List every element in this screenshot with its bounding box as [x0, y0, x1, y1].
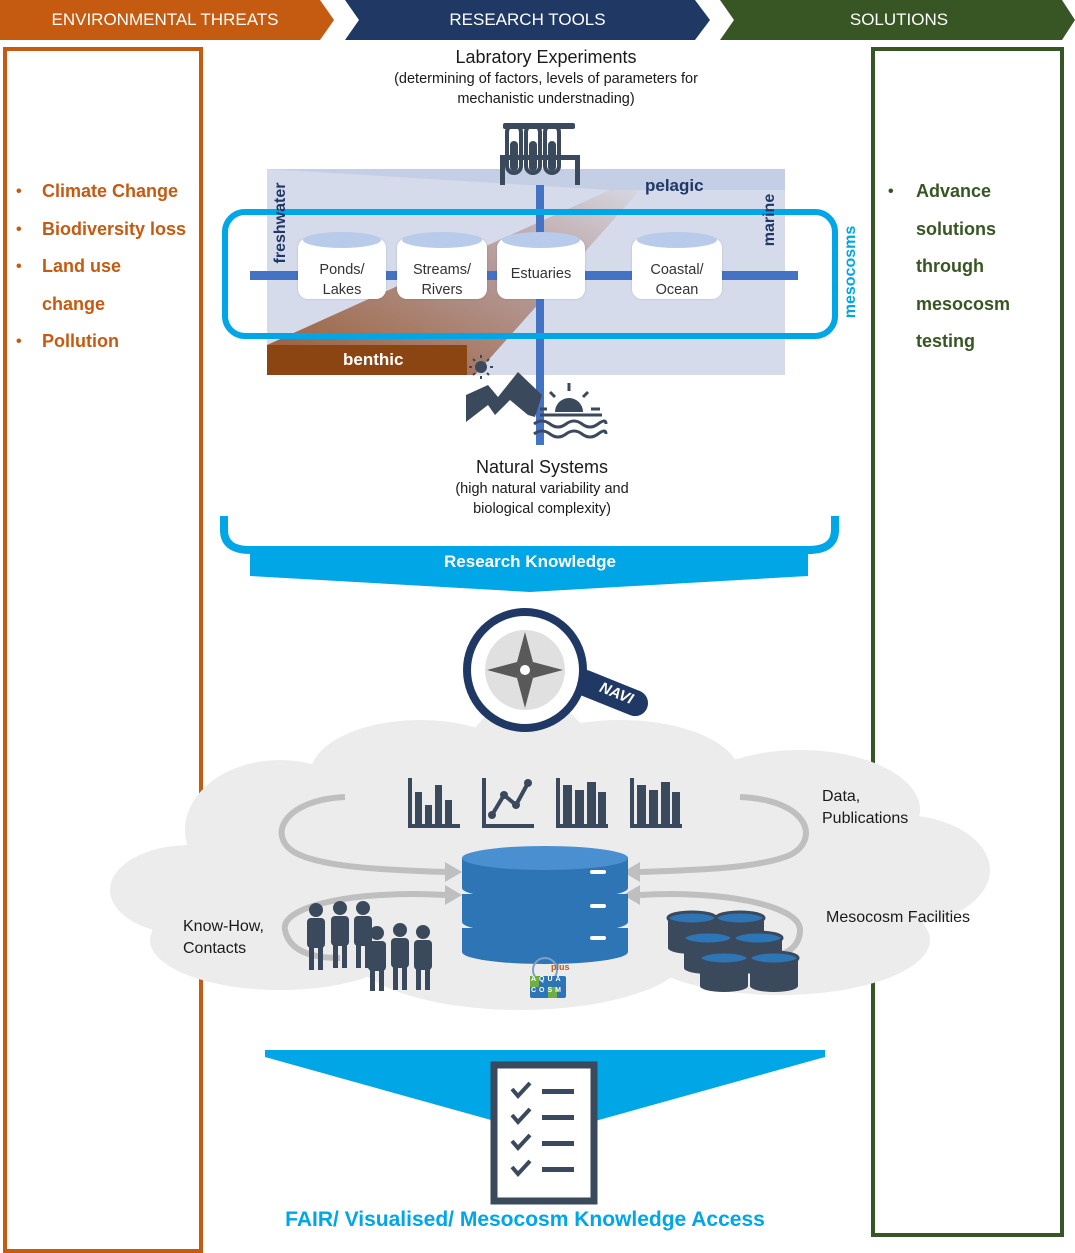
solution-line: solutions	[916, 218, 996, 239]
mountain-icon	[466, 372, 542, 422]
threats-list: •Climate Change •Biodiversity loss •Land…	[16, 173, 186, 361]
arrow-knowhow-loop	[281, 891, 446, 961]
knowledge-funnel	[250, 550, 808, 592]
knowhow-contacts-label: Know-How,Contacts	[183, 918, 264, 957]
checklist-icon	[490, 1061, 598, 1205]
solution-line: mesocosm	[916, 293, 1011, 314]
solution-line: testing	[916, 331, 976, 351]
chevron-tools	[345, 0, 710, 40]
header-tools-label: RESEARCH TOOLS	[449, 10, 606, 29]
benthic-label: benthic	[343, 350, 404, 369]
line-chart-icon	[482, 778, 534, 828]
threat-item: •Biodiversity loss	[16, 218, 187, 239]
tank-ponds-lakes: Ponds/Lakes	[298, 232, 386, 299]
natural-subtitle-2: biological complexity)	[473, 501, 611, 517]
benthic-floor	[267, 345, 467, 375]
knowledge-bracket	[220, 516, 839, 554]
sun-icon	[469, 355, 493, 379]
arrow-publications-loop	[278, 794, 446, 875]
threat-item: •Pollution	[16, 331, 119, 351]
footer-title: FAIR/ Visualised/ Mesocosm Knowledge Acc…	[285, 1208, 765, 1231]
threats-panel	[3, 47, 203, 1253]
aquacosm-logo	[530, 957, 566, 998]
tank-streams-rivers: Streams/Rivers	[397, 232, 487, 299]
mesocosms-label: mesocosms	[842, 225, 859, 319]
header-chevrons	[0, 0, 1075, 40]
compass-icon	[487, 632, 563, 708]
mesocosm-frame	[222, 209, 838, 339]
bar-chart-icon	[408, 778, 460, 828]
header-threats-label: ENVIRONMENTAL THREATS	[51, 10, 279, 29]
natural-subtitle-1: (high natural variability and	[455, 481, 629, 497]
chevron-threats	[0, 0, 334, 40]
tank-coastal-ocean: Coastal/Ocean	[632, 232, 722, 299]
solution-line: through	[916, 256, 984, 276]
logo-plus-text: plus	[551, 962, 570, 972]
solution-line: •Advance	[888, 181, 992, 201]
lab-subtitle-2: mechanistic understnading)	[457, 91, 635, 107]
logo-row2-text: COSM	[531, 987, 564, 994]
header-solutions-label: SOLUTIONS	[849, 10, 949, 29]
chevron-solutions	[720, 0, 1075, 40]
threat-item: •Land use	[16, 256, 122, 276]
access-diagram	[265, 1050, 825, 1205]
tanks-icon	[666, 910, 800, 992]
knowledge-diagram	[110, 516, 990, 1010]
people-icon	[307, 901, 432, 991]
sunset-water-icon	[533, 383, 608, 439]
natural-title: Natural Systems	[475, 457, 609, 477]
mesocosm-facilities-label: Mesocosm Facilities	[826, 909, 971, 926]
lab-title: Labratory Experiments	[455, 47, 637, 67]
tank-estuaries: Estuaries	[497, 232, 585, 299]
data-publications-label: Data,Publications	[822, 788, 909, 827]
freshwater-label: freshwater	[272, 182, 289, 264]
logo-row1-text: AQUA	[531, 976, 564, 983]
threat-item-continued: change	[42, 293, 106, 314]
pelagic-band	[267, 169, 785, 190]
solutions-panel	[871, 47, 1064, 1237]
database-icon	[462, 846, 628, 964]
vertical-axis	[536, 185, 544, 445]
arrow-data-loop	[639, 794, 809, 875]
lab-subtitle-1: (determining of factors, levels of param…	[394, 71, 698, 87]
research-knowledge-label: Research Knowledge	[444, 552, 616, 571]
threat-item: •Climate Change	[16, 181, 179, 201]
marine-label: marine	[761, 193, 778, 247]
test-tubes-icon	[500, 123, 580, 185]
solutions-list: •Advance solutions through mesocosm test…	[888, 173, 1010, 361]
books-icon	[556, 778, 682, 828]
pelagic-label: pelagic	[645, 176, 704, 195]
